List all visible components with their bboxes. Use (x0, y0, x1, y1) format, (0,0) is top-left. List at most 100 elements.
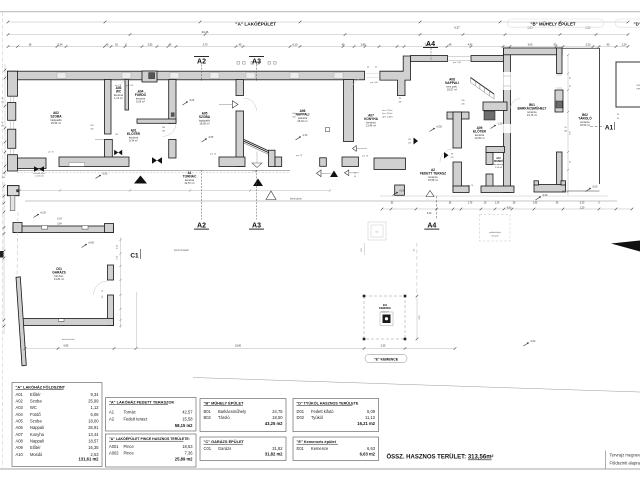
svg-text:68: 68 (451, 154, 453, 156)
svg-text:-0,30: -0,30 (542, 195, 548, 197)
svg-text:A06: A06 (300, 109, 306, 113)
svg-text:90: 90 (102, 290, 104, 292)
svg-text:A07: A07 (16, 432, 24, 437)
svg-text:"E" Kemencés épület: "E" Kemencés épület (297, 439, 337, 444)
svg-text:sem.park.: sem.park. (446, 84, 458, 88)
svg-text:1,14: 1,14 (495, 203, 500, 205)
svg-text:Szoba: Szoba (30, 419, 42, 424)
svg-text:2,20: 2,20 (580, 208, 585, 210)
svg-text:26,91 m²: 26,91 m² (297, 119, 307, 123)
svg-text:beton burkolat: beton burkolat (174, 249, 189, 252)
svg-text:1,12 m²: 1,12 m² (114, 96, 123, 100)
svg-text:A04: A04 (138, 90, 144, 94)
svg-text:A06: A06 (16, 425, 24, 430)
svg-text:2,89: 2,89 (361, 43, 366, 46)
svg-text:kerámia: kerámia (136, 96, 146, 100)
svg-text:13,44: 13,44 (88, 432, 99, 437)
svg-text:2,00: 2,00 (419, 315, 421, 320)
svg-text:A2: A2 (109, 417, 115, 422)
svg-text:10,39 m²: 10,39 m² (474, 136, 484, 140)
svg-text:A001: A001 (109, 444, 119, 449)
svg-text:ELŐTÉR: ELŐTÉR (473, 128, 487, 133)
svg-text:52: 52 (354, 173, 356, 175)
svg-text:2,35: 2,35 (381, 345, 386, 348)
svg-text:6,25: 6,25 (570, 131, 572, 135)
svg-text:"A" LAKÓÉPÜLET: "A" LAKÓÉPÜLET (235, 20, 276, 27)
svg-text:25,99 m²: 25,99 m² (51, 121, 61, 125)
svg-text:210: 210 (451, 157, 454, 159)
svg-text:ELŐTÉR: ELŐTÉR (127, 131, 141, 136)
svg-text:kút: kút (376, 231, 379, 234)
svg-text:43,25 m2: 43,25 m2 (265, 421, 283, 426)
svg-text:A03: A03 (116, 86, 122, 90)
svg-text:Fedett terasz: Fedett terasz (124, 417, 148, 422)
svg-text:6,05: 6,05 (361, 248, 363, 252)
svg-text:24,75: 24,75 (272, 409, 283, 414)
svg-text:90: 90 (570, 77, 572, 79)
svg-text:5,34: 5,34 (58, 43, 63, 46)
svg-text:"A" LAKÓÉPÜLET PINCE HASZNOS T: "A" LAKÓÉPÜLET PINCE HASZNOS TERÜLETE: (109, 436, 190, 441)
svg-text:kerámia: kerámia (129, 135, 139, 139)
svg-text:42,57: 42,57 (182, 410, 193, 415)
svg-text:A2: A2 (431, 168, 435, 172)
svg-text:SZOBA: SZOBA (199, 115, 211, 119)
svg-text:31,82: 31,82 (272, 446, 283, 451)
svg-text:A1: A1 (109, 410, 115, 415)
svg-text:210: 210 (408, 143, 411, 145)
svg-text:ÖSSZ. HASZNOS TERÜLET: 313,56m: ÖSSZ. HASZNOS TERÜLET: 313,56m2 (387, 454, 494, 461)
svg-text:2,53 m²: 2,53 m² (495, 166, 502, 169)
svg-text:A04: A04 (16, 412, 24, 417)
svg-text:18,53: 18,53 (182, 444, 193, 449)
svg-text:-1,30: -1,30 (302, 135, 308, 137)
svg-text:"D" TYÚKÓL HASZNOS TERÜLETE: "D" TYÚKÓL HASZNOS TERÜLETE (297, 401, 359, 406)
svg-text:200: 200 (292, 117, 295, 119)
svg-text:100: 100 (162, 127, 165, 129)
svg-text:C01: C01 (204, 446, 212, 451)
svg-text:környék: környék (491, 235, 499, 238)
svg-text:"B" MŰHELY ÉPÜLET: "B" MŰHELY ÉPÜLET (204, 401, 245, 406)
svg-text:kerámia: kerámia (527, 110, 537, 114)
svg-text:FEDETT TERASZ: FEDETT TERASZ (420, 171, 446, 175)
svg-text:A1: A1 (187, 171, 191, 175)
svg-text:Nappali: Nappali (30, 438, 44, 443)
svg-text:3,70: 3,70 (203, 43, 208, 46)
svg-text:200: 200 (162, 131, 165, 133)
svg-text:A2: A2 (197, 59, 206, 66)
svg-text:Mosdó: Mosdó (30, 452, 43, 457)
svg-text:A02: A02 (16, 399, 24, 404)
svg-text:42,57 m²: 42,57 m² (184, 181, 194, 185)
svg-text:KEMENCE: KEMENCE (379, 307, 391, 310)
svg-text:-1,30: -1,30 (497, 124, 503, 126)
svg-text:+0,00: +0,00 (399, 191, 406, 193)
svg-text:40: 40 (342, 43, 345, 46)
svg-text:9,34: 9,34 (91, 392, 100, 397)
svg-text:Fürdő: Fürdő (30, 412, 41, 417)
svg-text:A05: A05 (16, 419, 24, 424)
svg-text:1,75: 1,75 (468, 203, 473, 205)
svg-text:15,58 m²: 15,58 m² (428, 178, 438, 182)
svg-text:2,53: 2,53 (91, 452, 100, 457)
svg-text:4,47: 4,47 (468, 43, 473, 46)
svg-text:6,63: 6,63 (367, 446, 376, 451)
svg-text:"B" MŰHELY ÉPÜLET: "B" MŰHELY ÉPÜLET (530, 21, 575, 26)
svg-text:bm: 2,19m: bm: 2,19m (383, 110, 393, 112)
svg-text:Konyha: Konyha (30, 432, 45, 437)
svg-text:Pince: Pince (124, 444, 135, 449)
svg-text:6,80: 6,80 (507, 208, 512, 210)
svg-text:45: 45 (367, 67, 369, 69)
svg-text:WC: WC (116, 89, 122, 93)
svg-text:-0,50: -0,50 (592, 187, 598, 189)
svg-text:WC: WC (30, 405, 37, 410)
svg-text:-0,05: -0,05 (189, 100, 195, 102)
svg-text:D02: D02 (297, 415, 305, 420)
svg-text:30: 30 (556, 203, 559, 205)
svg-text:5: 5 (125, 43, 127, 46)
svg-text:100: 100 (90, 125, 93, 127)
svg-text:25,89 m2: 25,89 m2 (175, 457, 193, 462)
svg-text:3,20: 3,20 (580, 203, 585, 205)
svg-text:31,82 m2: 31,82 m2 (265, 451, 283, 456)
svg-text:6,63 m²: 6,63 m² (381, 310, 388, 313)
svg-text:-0,50: -0,50 (530, 341, 536, 343)
svg-text:6,37: 6,37 (454, 26, 460, 30)
svg-text:B01: B01 (204, 409, 212, 414)
